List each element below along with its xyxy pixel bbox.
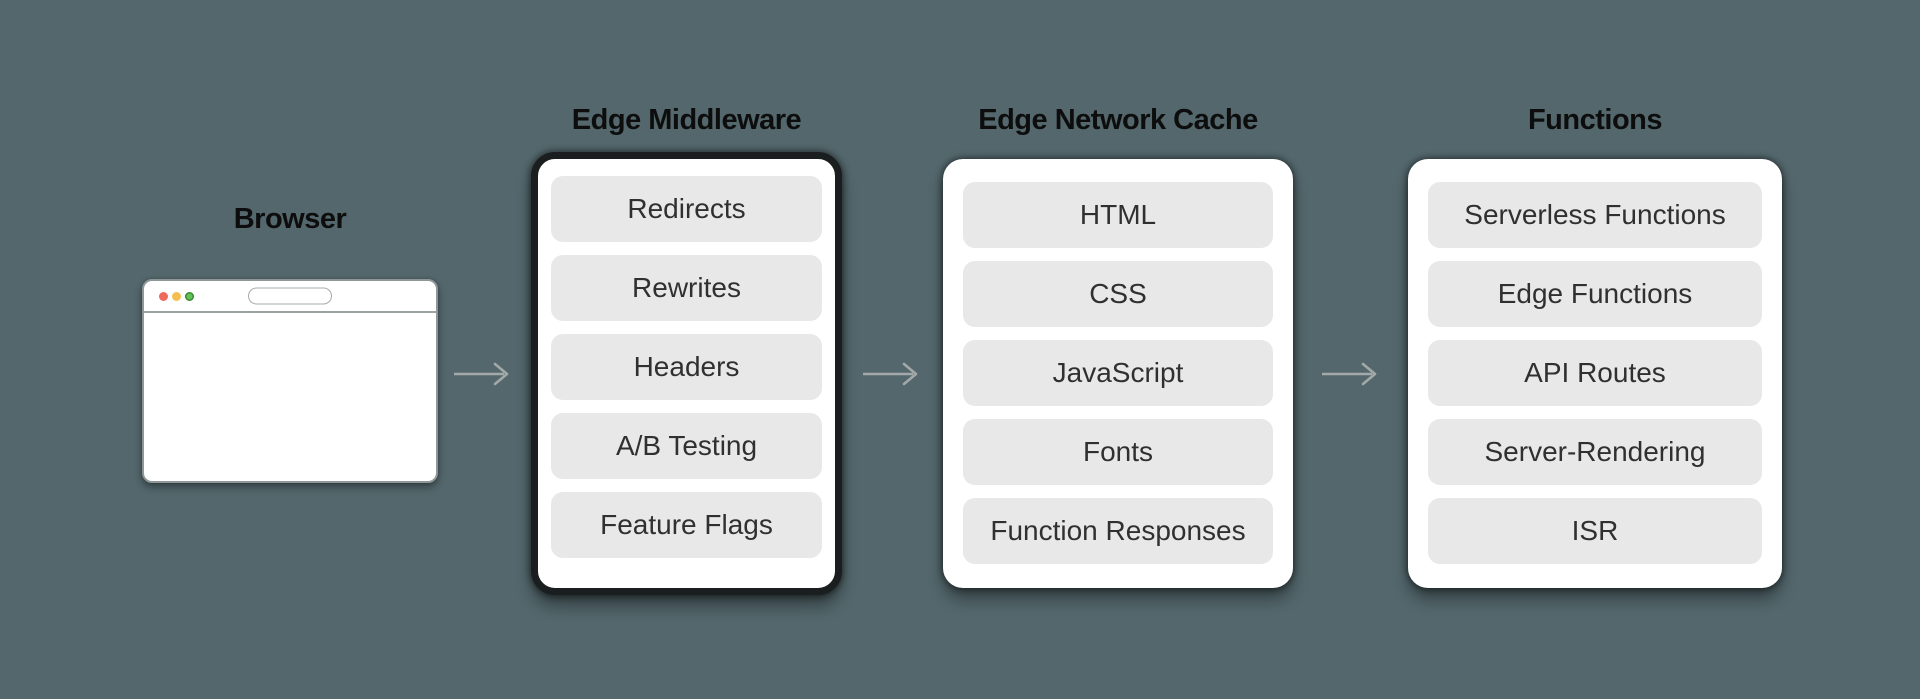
edge-middleware-title: Edge Middleware: [571, 104, 802, 136]
middleware-item-ab-testing: A/B Testing: [551, 413, 822, 479]
flow-arrow-browser-to-middleware-icon: [454, 362, 509, 386]
functions-item-api-routes: API Routes: [1428, 340, 1762, 406]
cache-item-css: CSS: [963, 261, 1273, 327]
functions-item-server-rendering: Server-Rendering: [1428, 419, 1762, 485]
edge-network-cache-title: Edge Network Cache: [978, 104, 1258, 136]
functions-panel: Serverless Functions Edge Functions API …: [1408, 159, 1782, 588]
edge-network-cache-panel: HTML CSS JavaScript Fonts Function Respo…: [943, 159, 1293, 588]
cache-item-function-responses: Function Responses: [963, 498, 1273, 564]
flow-arrow-cache-to-functions-icon: [1322, 362, 1377, 386]
middleware-item-feature-flags: Feature Flags: [551, 492, 822, 558]
functions-item-serverless-functions: Serverless Functions: [1428, 182, 1762, 248]
middleware-item-rewrites: Rewrites: [551, 255, 822, 321]
traffic-light-close-icon: [159, 291, 168, 301]
url-bar: [248, 287, 332, 305]
middleware-item-redirects: Redirects: [551, 176, 822, 242]
cache-item-html: HTML: [963, 182, 1273, 248]
functions-item-edge-functions: Edge Functions: [1428, 261, 1762, 327]
browser-window: [142, 279, 438, 483]
cache-item-javascript: JavaScript: [963, 340, 1273, 406]
browser-titlebar: [144, 281, 436, 313]
traffic-light-zoom-icon: [185, 291, 194, 301]
traffic-light-minimize-icon: [172, 291, 181, 301]
browser-viewport: [144, 313, 436, 481]
flow-arrow-middleware-to-cache-icon: [863, 362, 918, 386]
functions-title: Functions: [1527, 104, 1663, 136]
cache-item-fonts: Fonts: [963, 419, 1273, 485]
browser-label: Browser: [233, 203, 347, 235]
middleware-item-headers: Headers: [551, 334, 822, 400]
functions-item-isr: ISR: [1428, 498, 1762, 564]
edge-middleware-panel: Redirects Rewrites Headers A/B Testing F…: [531, 152, 842, 595]
